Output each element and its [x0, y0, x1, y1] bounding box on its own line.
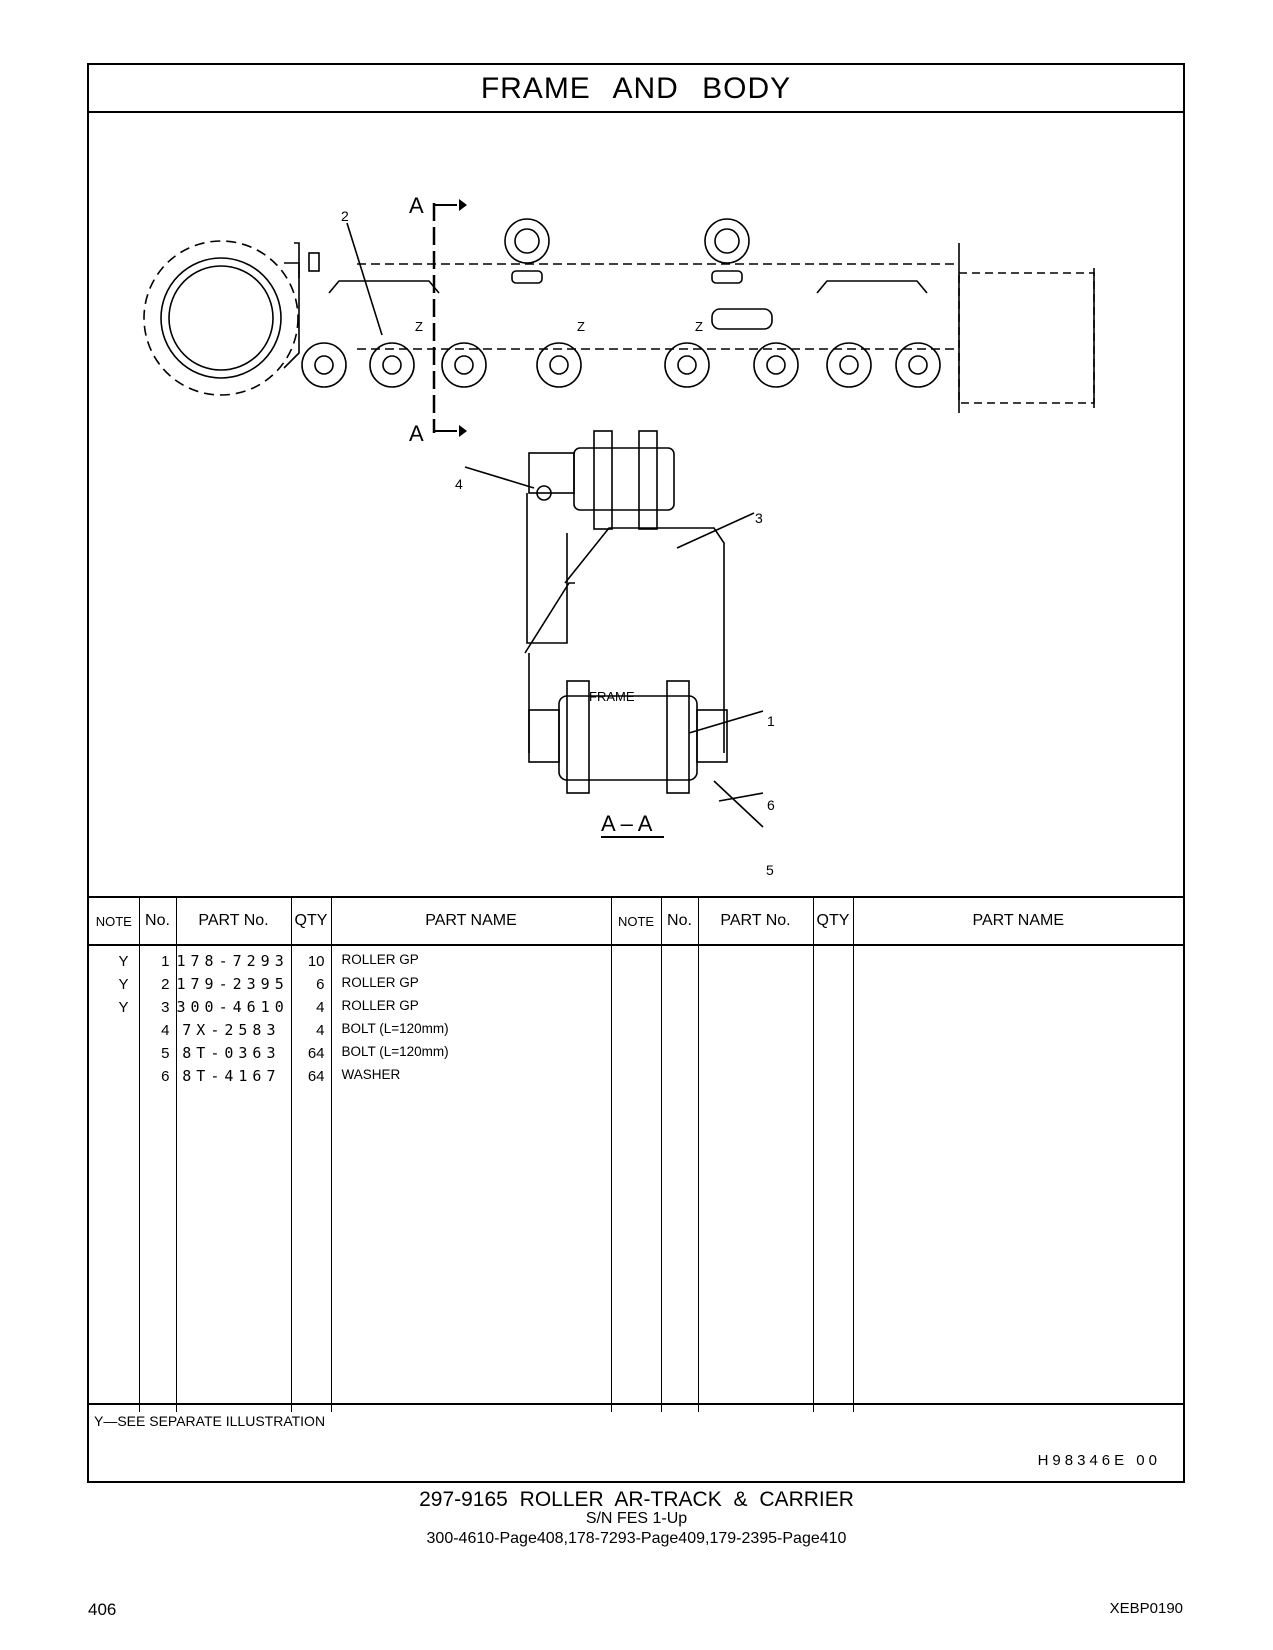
page-title: FRAME AND BODY — [89, 65, 1183, 113]
table-cell: ROLLER GP — [341, 975, 419, 990]
group-title: 297-9165 ROLLER AR-TRACK & CARRIER — [419, 1488, 854, 1511]
col-no-right: No. — [660, 896, 699, 946]
parts-sheet-frame: FRAME AND BODY — [87, 63, 1185, 1483]
exploded-view-drawing: A A A – A FRAME Z Z Z 1 2 3 4 5 6 — [143, 193, 1095, 878]
parts-illustration: A A A – A FRAME Z Z Z 1 2 3 4 5 6 — [89, 113, 1183, 896]
col-no: No. — [138, 896, 177, 946]
table-cell: ROLLER GP — [341, 998, 419, 1013]
table-cell: 3 — [161, 999, 170, 1016]
table-cell: Y — [118, 953, 129, 970]
table-cell: 8T-4167 — [182, 1067, 281, 1085]
z-mark: Z — [577, 319, 585, 334]
table-cell: 5 — [161, 1045, 170, 1062]
section-label: A – A — [601, 811, 653, 836]
page-number: 406 — [88, 1600, 117, 1619]
section-marker-top: A — [409, 193, 424, 218]
table-cell: 300-4610 — [176, 998, 289, 1016]
table-cell: 64 — [307, 1068, 325, 1085]
callout-2: 2 — [341, 208, 349, 224]
table-cell: WASHER — [341, 1067, 401, 1082]
table-cell: BOLT (L=120mm) — [341, 1044, 449, 1059]
table-cell — [89, 1019, 139, 1042]
table-cell: 4 — [316, 1022, 325, 1039]
serial-range: S/N FES 1-Up — [585, 1510, 688, 1527]
qty-column: 10 6 4 4 64 64 — [290, 945, 332, 1412]
col-qty-right: QTY — [812, 896, 854, 946]
table-cell: 178-7293 — [176, 952, 289, 970]
col-part-name: PART NAME — [330, 896, 612, 946]
table-cell — [89, 1065, 139, 1088]
table-body: Y Y Y 1 2 3 4 5 6 178-7293 179-2395 300-… — [89, 945, 1183, 1412]
col-note: NOTE — [89, 896, 140, 946]
col-note-right: NOTE — [610, 896, 662, 946]
table-cell: 6 — [316, 976, 325, 993]
track-rollers — [301, 342, 941, 388]
parts-table: NOTE No. PART No. QTY PART NAME NOTE No.… — [89, 896, 1183, 1412]
empty-cell — [812, 945, 854, 1412]
table-cell: 6 — [161, 1068, 170, 1085]
z-mark: Z — [695, 319, 703, 334]
table-cell: 179-2395 — [176, 975, 289, 993]
table-cell: 1 — [161, 953, 170, 970]
empty-cell — [610, 945, 662, 1412]
col-part-name-right: PART NAME — [852, 896, 1183, 946]
callout-3: 3 — [755, 510, 763, 526]
empty-cell — [852, 945, 1183, 1412]
table-cell: 10 — [307, 953, 325, 970]
table-cell: Y — [118, 976, 129, 993]
col-qty: QTY — [290, 896, 332, 946]
callout-5: 5 — [766, 862, 774, 878]
table-cell: 2 — [161, 976, 170, 993]
drawing-number: H98346E 00 — [1037, 1452, 1161, 1469]
table-cell: 7X-2583 — [182, 1021, 281, 1039]
sheet-footer: Y—SEE SEPARATE ILLUSTRATION H98346E 00 — [89, 1403, 1183, 1483]
section-marker-bottom: A — [409, 421, 424, 446]
footnote: Y—SEE SEPARATE ILLUSTRATION — [94, 1413, 326, 1429]
table-header: NOTE No. PART No. QTY PART NAME NOTE No.… — [89, 896, 1183, 946]
empty-cell — [697, 945, 814, 1412]
table-cell — [89, 1042, 139, 1065]
callout-6: 6 — [767, 797, 775, 813]
page-references: 300-4610-Page408,178-7293-Page409,179-23… — [426, 1530, 847, 1547]
col-part-no-right: PART No. — [697, 896, 814, 946]
callout-4: 4 — [455, 476, 463, 492]
table-cell: 8T-0363 — [182, 1044, 281, 1062]
table-cell: ROLLER GP — [341, 952, 419, 967]
part-no-column: 178-7293 179-2395 300-4610 7X-2583 8T-03… — [175, 945, 292, 1412]
part-name-column: ROLLER GP ROLLER GP ROLLER GP BOLT (L=12… — [330, 945, 612, 1412]
document-id: XEBP0190 — [1109, 1600, 1183, 1617]
table-cell: 4 — [161, 1022, 170, 1039]
table-cell: Y — [118, 999, 129, 1016]
no-column: 1 2 3 4 5 6 — [138, 945, 177, 1412]
callout-1: 1 — [767, 713, 775, 729]
note-column: Y Y Y — [89, 945, 140, 1412]
frame-label: FRAME — [589, 689, 635, 704]
table-cell: 64 — [307, 1045, 325, 1062]
table-cell: 4 — [316, 999, 325, 1016]
table-cell: BOLT (L=120mm) — [341, 1021, 449, 1036]
col-part-no: PART No. — [175, 896, 292, 946]
empty-cell — [660, 945, 699, 1412]
z-mark: Z — [415, 319, 423, 334]
